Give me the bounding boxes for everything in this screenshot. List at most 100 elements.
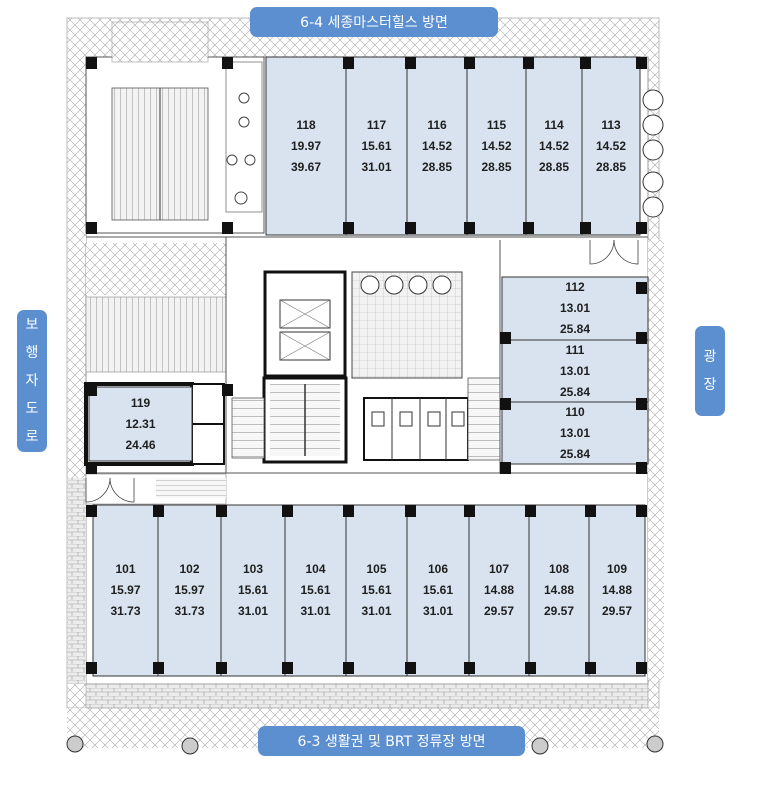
structural-column <box>636 57 647 69</box>
structural-column <box>636 282 647 294</box>
unit-area-b: 39.67 <box>290 159 322 174</box>
unit-109-area <box>588 504 646 677</box>
unit-number: 108 <box>548 562 570 576</box>
structural-column <box>86 662 97 674</box>
unit-area-a: 14.88 <box>483 583 515 597</box>
structural-column <box>405 662 416 674</box>
unit-107-area <box>468 504 530 677</box>
unit-117[interactable]: 117 15.61 31.01 <box>346 57 407 235</box>
structural-column <box>525 505 536 517</box>
unit-number: 117 <box>366 117 387 132</box>
unit-area-a: 14.52 <box>421 138 453 153</box>
unit-area-b: 29.57 <box>543 604 575 618</box>
structural-column <box>222 57 233 69</box>
unit-area-b: 24.46 <box>125 437 156 452</box>
unit-105-area <box>345 504 408 677</box>
unit-area-b: 28.85 <box>421 159 453 174</box>
unit-area-a: 15.61 <box>361 138 392 153</box>
unit-number: 109 <box>606 562 628 576</box>
unit-number: 101 <box>115 562 136 576</box>
structural-column <box>86 222 97 234</box>
unit-area-b: 31.01 <box>361 159 392 174</box>
unit-number: 110 <box>565 404 585 419</box>
structural-column <box>343 662 354 674</box>
unit-115-area <box>466 56 527 236</box>
unit-area-b: 28.85 <box>595 159 627 174</box>
unit-number: 114 <box>544 117 564 132</box>
unit-number: 113 <box>601 117 621 132</box>
top-direction-label: 6-4 세종마스터힐스 방면 <box>300 15 448 31</box>
structural-column <box>405 505 416 517</box>
unit-area-a: 14.52 <box>538 138 570 153</box>
unit-area-b: 31.01 <box>422 604 454 618</box>
unit-area-a: 13.01 <box>559 301 591 315</box>
structural-column <box>464 505 475 517</box>
unit-area-b: 25.84 <box>559 446 591 461</box>
structural-column <box>500 332 511 344</box>
structural-column <box>153 505 164 517</box>
unit-number: 115 <box>486 117 507 132</box>
structural-column <box>636 462 647 474</box>
structural-column <box>523 222 534 234</box>
structural-column <box>636 505 647 517</box>
unit-104[interactable]: 104 15.61 31.01 <box>285 505 346 676</box>
structural-column <box>86 57 97 69</box>
structural-column <box>636 332 647 344</box>
unit-area-a: 13.01 <box>559 363 591 378</box>
unit-101[interactable]: 101 15.97 31.73 <box>93 505 158 676</box>
structural-column <box>282 505 293 517</box>
unit-number: 103 <box>242 562 264 576</box>
unit-area-b: 31.73 <box>110 604 141 618</box>
unit-number: 112 <box>565 280 585 294</box>
unit-area-a: 15.61 <box>300 583 331 597</box>
unit-113-area <box>581 56 641 236</box>
unit-111-area <box>501 339 649 403</box>
structural-column <box>216 662 227 674</box>
unit-number: 104 <box>305 562 326 576</box>
unit-103[interactable]: 103 15.61 31.01 <box>221 505 285 676</box>
structural-column <box>86 505 97 517</box>
structural-column <box>636 222 647 234</box>
structural-column <box>282 662 293 674</box>
structural-column <box>222 222 233 234</box>
unit-110-area <box>501 401 649 465</box>
structural-column <box>500 398 511 410</box>
unit-area-a: 15.61 <box>237 583 269 597</box>
unit-area-b: 31.01 <box>237 604 269 618</box>
structural-column <box>464 222 475 234</box>
structural-column <box>464 57 475 69</box>
structural-column <box>585 505 596 517</box>
unit-number: 116 <box>427 117 447 132</box>
unit-area-a: 14.52 <box>595 138 627 153</box>
unit-area-b: 28.85 <box>481 159 512 174</box>
unit-112-area <box>501 276 649 341</box>
unit-area-b: 29.57 <box>601 604 633 618</box>
unit-area-b: 31.01 <box>300 604 331 618</box>
structural-column <box>405 57 416 69</box>
unit-area-a: 15.97 <box>110 583 141 597</box>
unit-113[interactable]: 113 14.52 28.85 <box>582 57 640 235</box>
unit-116[interactable]: 116 14.52 28.85 <box>407 57 467 235</box>
unit-area-a: 15.61 <box>361 583 392 597</box>
unit-area-b: 29.57 <box>483 604 515 618</box>
unit-103-area <box>220 504 286 677</box>
unit-110[interactable]: 110 13.01 25.84 <box>502 402 648 464</box>
unit-area-a: 13.01 <box>559 425 591 440</box>
unit-area-a: 12.31 <box>125 416 156 431</box>
